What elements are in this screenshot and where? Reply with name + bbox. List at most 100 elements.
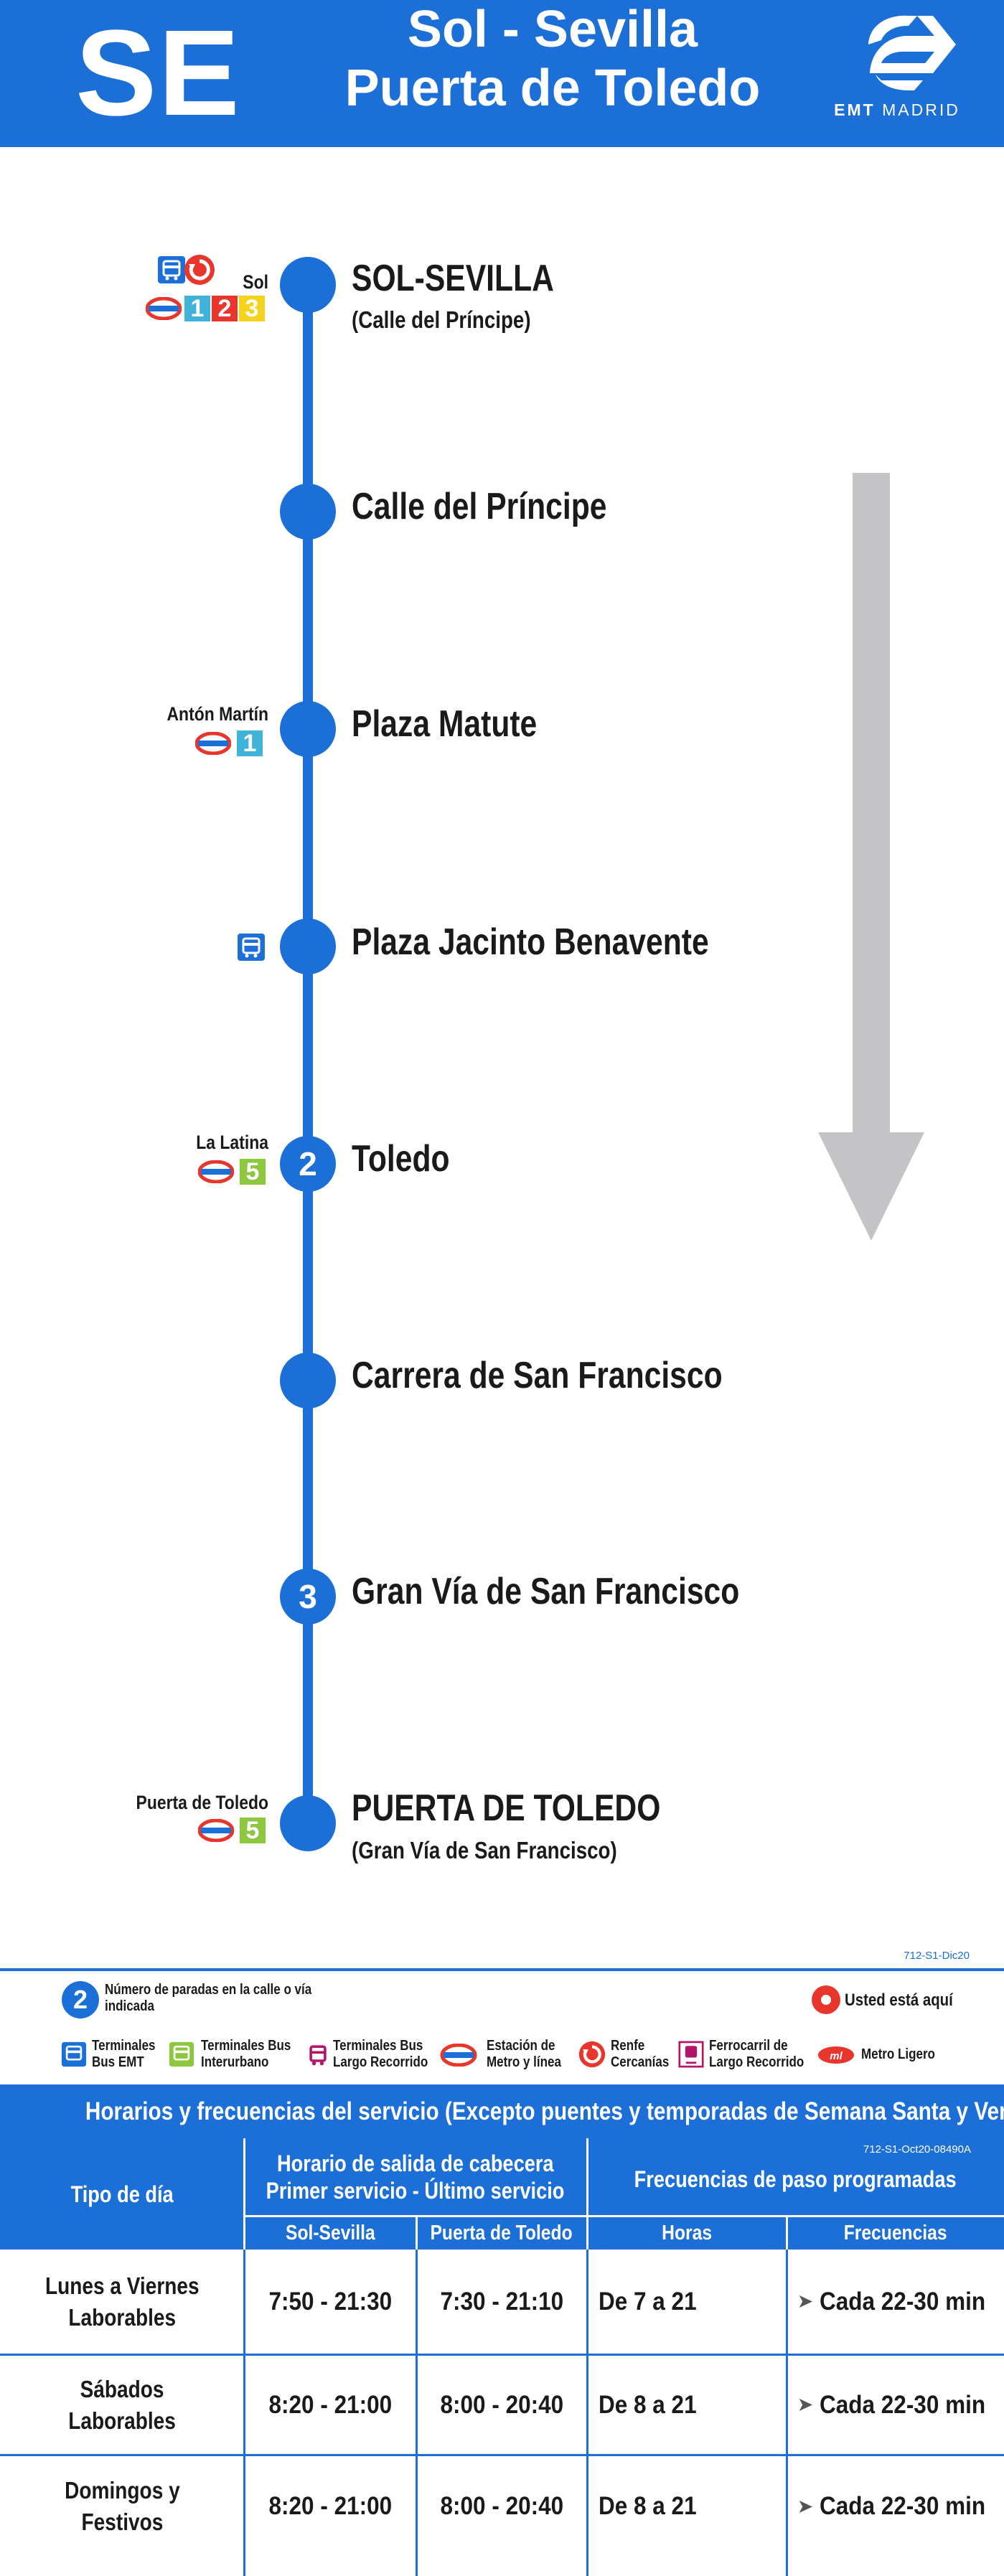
- subheader-sol-sevilla: Sol-Sevilla: [244, 2215, 416, 2250]
- light-rail-icon: ml: [818, 2046, 854, 2064]
- stop-subtitle: (Calle del Príncipe): [352, 306, 531, 333]
- col-day-type: Tipo de día: [0, 2138, 244, 2250]
- grid-line: [416, 2250, 418, 2576]
- time-range: 8:00 - 20:40: [440, 2390, 563, 2419]
- emt-brand-name: EMT: [834, 100, 876, 119]
- metro-line-badge: 5: [240, 1818, 266, 1843]
- route-title-line1: Sol - Sevilla: [407, 1, 698, 58]
- subheader-hours: Horas: [587, 2215, 787, 2250]
- emt-brand: EMT MADRID: [818, 100, 976, 120]
- day-line: Laborables: [68, 2303, 176, 2331]
- table-cell-freq: ➤Cada 22-30 min: [798, 2250, 1004, 2354]
- legend-label-line: Terminales: [92, 2038, 156, 2054]
- grid-line: [786, 2250, 788, 2576]
- train-icon: [678, 2041, 704, 2068]
- day-line: Lunes a Viernes: [44, 2272, 200, 2299]
- renfe-icon: [184, 255, 215, 285]
- header-divider: [416, 2215, 418, 2250]
- interurban-bus-icon: [169, 2041, 194, 2067]
- legend-label: Terminales Bus EMT: [92, 2038, 156, 2071]
- col-frequency: Frecuencias de paso programadas: [587, 2138, 1004, 2215]
- subheader-label: Horas: [662, 2222, 712, 2244]
- frequency: Cada 22-30 min: [820, 2287, 986, 2316]
- col-departure: Horario de salida de cabecera Primer ser…: [244, 2138, 587, 2215]
- stop-dot[interactable]: [280, 918, 336, 974]
- station-name: Sol: [243, 271, 268, 293]
- stop-marker[interactable]: 2: [280, 1136, 336, 1192]
- legend-label: Metro Ligero: [861, 2046, 935, 2062]
- time-range: 8:00 - 20:40: [440, 2492, 563, 2520]
- table-cell-hours: De 7 a 21: [599, 2250, 787, 2354]
- legend-label-line: Ferrocarril de: [709, 2038, 788, 2054]
- legend-label-line: Metro y línea: [487, 2054, 561, 2070]
- emt-brand-city: MADRID: [882, 100, 960, 119]
- stop-dot[interactable]: [280, 484, 336, 540]
- schedule-title: Horarios y frecuencias del servicio (Exc…: [85, 2097, 1004, 2125]
- legend-label: Terminales Bus Interurbano: [201, 2038, 291, 2071]
- table-cell-toledo: 7:30 - 21:10: [416, 2250, 587, 2354]
- legend-divider: [0, 1968, 1004, 1971]
- stop-dot[interactable]: [280, 1795, 336, 1851]
- renfe-icon: [578, 2041, 606, 2068]
- metro-icon: [198, 1819, 234, 1842]
- legend-stops-label: Número de paradas en la calle o vía indi…: [105, 1982, 312, 2014]
- legend-label: Terminales Bus Largo Recorrido: [333, 2038, 428, 2071]
- hours-range: De 8 a 21: [599, 2492, 697, 2520]
- header-bar: SE Sol - Sevilla Puerta de Toledo EMT MA…: [0, 0, 1004, 147]
- route-title-line2: Puerta de Toledo: [344, 60, 761, 117]
- stop-name: Plaza Matute: [352, 703, 538, 745]
- legend-label-line: Largo Recorrido: [333, 2054, 428, 2070]
- stop-marker[interactable]: 3: [280, 1569, 336, 1625]
- you-are-here-icon: [812, 1985, 840, 2014]
- long-distance-bus-icon: [309, 2045, 327, 2066]
- table-cell-sol: 8:20 - 21:00: [244, 2356, 416, 2454]
- metro-icon: [440, 2044, 477, 2067]
- legend-label-line: Interurbano: [201, 2054, 269, 2070]
- station-name: Puerta de Toledo: [136, 1792, 268, 1813]
- metro-line-badge: 2: [212, 296, 238, 321]
- subheader-frequencies: Frecuencias: [787, 2215, 1004, 2250]
- header-divider: [243, 2138, 245, 2250]
- hours-range: De 7 a 21: [599, 2287, 697, 2316]
- time-range: 7:50 - 21:30: [268, 2287, 392, 2316]
- metro-line-badge: 1: [237, 730, 263, 756]
- stop-dot[interactable]: [280, 701, 336, 757]
- stop-dot[interactable]: [280, 1353, 336, 1409]
- table-cell-sol: 8:20 - 21:00: [244, 2456, 416, 2557]
- grid-line: [586, 2250, 588, 2576]
- day-line: Laborables: [68, 2407, 176, 2434]
- schedule-title-bar: Horarios y frecuencias del servicio (Exc…: [0, 2084, 1004, 2138]
- stop-dot[interactable]: [280, 257, 336, 313]
- route-title: Sol - Sevilla Puerta de Toledo: [301, 0, 804, 118]
- day-line: Domingos y: [64, 2477, 180, 2504]
- you-are-here-label: Usted está aquí: [845, 1990, 953, 2010]
- metro-icon: [146, 297, 182, 320]
- subheader-puerta-toledo: Puerta de Toledo: [416, 2215, 587, 2250]
- bus-terminal-icon: [61, 2041, 87, 2067]
- day-line: Festivos: [81, 2509, 163, 2535]
- table-cell-freq: ➤Cada 22-30 min: [798, 2356, 1004, 2454]
- stop-subtitle: (Gran Vía de San Francisco): [352, 1837, 617, 1863]
- time-range: 8:20 - 21:00: [268, 2492, 392, 2520]
- header-divider: [786, 2215, 788, 2250]
- legend-label-line: Cercanías: [611, 2054, 670, 2070]
- col-frequency-label: Frecuencias de paso programadas: [634, 2166, 957, 2192]
- stop-count-icon: 2: [62, 1981, 99, 2018]
- col-departure-line2: Primer servicio - Último servicio: [266, 2177, 565, 2204]
- frequency: Cada 22-30 min: [820, 2492, 986, 2520]
- subheader-label: Sol-Sevilla: [285, 2222, 375, 2244]
- col-departure-line1: Horario de salida de cabecera: [277, 2150, 554, 2176]
- line-code: SE: [75, 5, 241, 141]
- col-day-type-label: Tipo de día: [70, 2181, 174, 2207]
- schedule-ref-code: 712-S1-Oct20-08490A: [863, 2143, 971, 2156]
- legend-label: Ferrocarril de Largo Recorrido: [709, 2038, 804, 2071]
- legend-ref-code: 712-S1-Dic20: [904, 1950, 970, 1962]
- legend-label-line: Terminales Bus: [333, 2038, 423, 2054]
- stop-name: Calle del Príncipe: [352, 486, 607, 527]
- legend-label-line: Terminales Bus: [201, 2038, 291, 2054]
- legend-label-line: Estación de: [487, 2038, 555, 2054]
- stop-name: SOL-SEVILLA: [352, 258, 554, 299]
- hours-range: De 8 a 21: [599, 2390, 697, 2419]
- metro-line-badge: 5: [240, 1159, 266, 1185]
